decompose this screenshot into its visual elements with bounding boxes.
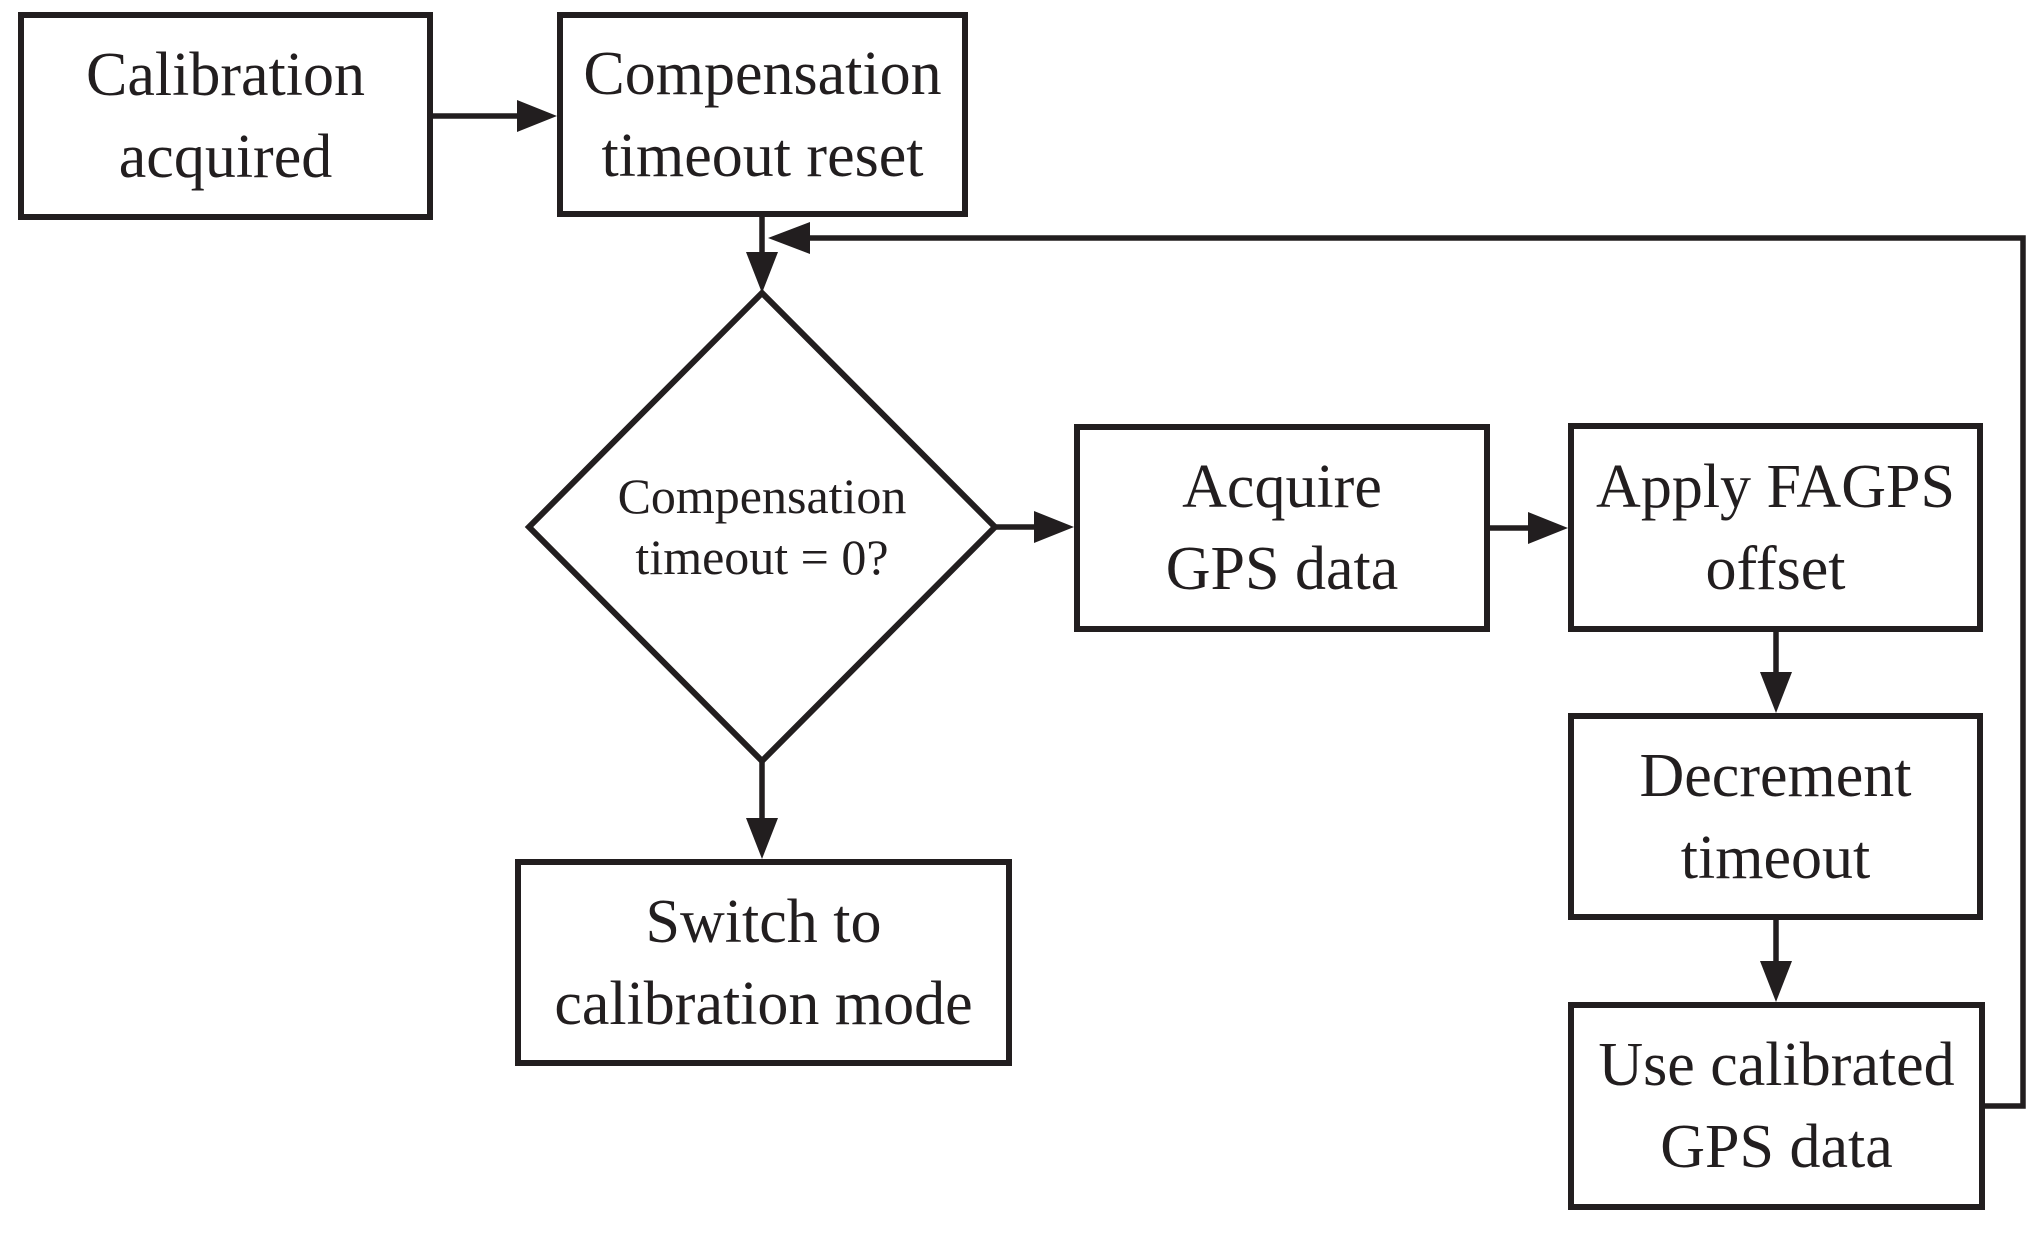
- node-decrement-timeout: Decrement timeout: [1568, 713, 1983, 920]
- node-label-line: GPS data: [1165, 535, 1399, 603]
- arrowhead-right-icon: [517, 100, 557, 132]
- node-calibration-acquired: Calibration acquired: [18, 12, 433, 220]
- node-acquire-gps-data: Acquire GPS data: [1074, 424, 1490, 632]
- edge-decrement-to-use: [1760, 920, 1792, 1002]
- arrowhead-down-icon: [746, 818, 778, 859]
- node-label-line: Switch to: [645, 887, 882, 956]
- arrowhead-left-icon: [768, 222, 810, 254]
- arrowhead-right-icon: [1034, 511, 1074, 543]
- edge-apply-to-decrement: [1760, 632, 1792, 713]
- node-compensation-timeout-reset: Compensation timeout reset: [557, 12, 968, 217]
- arrowhead-down-icon: [746, 252, 778, 293]
- edge-decision-to-switch: [746, 761, 778, 859]
- node-label-line: Use calibrated: [1598, 1031, 1955, 1099]
- node-label-line: timeout reset: [601, 121, 924, 190]
- arrowhead-right-icon: [1528, 512, 1568, 544]
- node-label-line: Calibration: [86, 41, 365, 109]
- node-label-line: Decrement: [1639, 741, 1912, 810]
- node-label-line: calibration mode: [554, 969, 973, 1038]
- node-label-line: Compensation: [617, 468, 907, 524]
- node-label-line: Compensation: [583, 39, 942, 108]
- edge-calibration-to-reset: [433, 100, 557, 132]
- node-label-line: offset: [1705, 534, 1846, 603]
- edge-decision-to-acquire: [995, 511, 1074, 543]
- node-label-line: timeout: [1680, 823, 1871, 892]
- node-label-line: GPS data: [1660, 1113, 1893, 1181]
- node-compensation-timeout-zero-label: Compensation timeout = 0?: [512, 466, 1012, 588]
- arrowhead-down-icon: [1760, 672, 1792, 713]
- edge-acquire-to-apply: [1490, 512, 1568, 544]
- edge-reset-to-decision: [746, 217, 778, 293]
- node-label-line: acquired: [118, 123, 333, 191]
- node-label-line: timeout = 0?: [635, 529, 889, 585]
- arrowhead-down-icon: [1760, 961, 1792, 1002]
- node-switch-to-calibration-mode: Switch to calibration mode: [515, 859, 1012, 1066]
- node-use-calibrated-gps-data: Use calibrated GPS data: [1568, 1002, 1985, 1210]
- node-label-line: Apply FAGPS: [1596, 452, 1955, 521]
- node-label-line: Acquire: [1182, 453, 1382, 521]
- edge-feedback-loop: [768, 222, 2026, 1109]
- node-apply-fagps-offset: Apply FAGPS offset: [1568, 423, 1983, 632]
